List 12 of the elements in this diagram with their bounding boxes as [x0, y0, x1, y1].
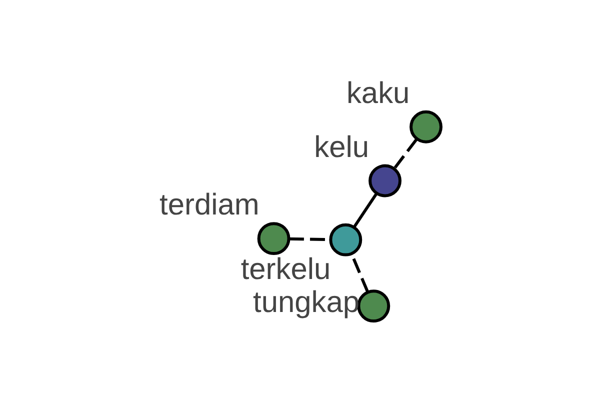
node-label: terdiam [159, 188, 259, 222]
node-label: tungkap [252, 286, 360, 320]
connector [352, 192, 378, 228]
node-label: kelu [314, 130, 369, 164]
connector [393, 138, 418, 168]
node-circle [368, 164, 401, 198]
node-circle [409, 110, 442, 144]
node-circle [356, 290, 390, 323]
node-label: terkelu [240, 252, 330, 286]
node-circle [328, 223, 362, 256]
node-circle [256, 222, 290, 256]
node-label: kaku [346, 76, 410, 110]
